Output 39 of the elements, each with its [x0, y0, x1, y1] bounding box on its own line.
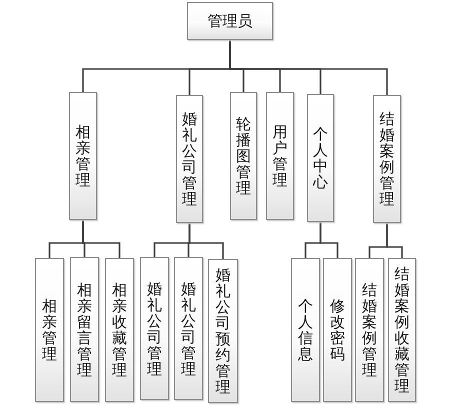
module-box — [373, 95, 401, 223]
module-box — [230, 92, 257, 220]
module-box — [291, 258, 320, 402]
module-label: 结婚案例管理 — [362, 282, 378, 378]
module-label: 个人中心 — [312, 126, 328, 190]
module-label: 相亲留言管理 — [76, 282, 92, 378]
root-box — [187, 2, 273, 40]
module-box — [323, 258, 352, 402]
module-label: 婚礼公司管理 — [146, 280, 162, 376]
module-box — [266, 92, 294, 220]
module-label: 相亲管理 — [42, 298, 58, 362]
module-box — [69, 92, 97, 220]
module-box — [355, 258, 384, 402]
module-label: 相亲管理 — [75, 124, 91, 188]
module-label: 结婚案例管理 — [379, 111, 395, 207]
root-label: 管理员 — [208, 12, 252, 30]
module-box — [35, 258, 64, 402]
module-label: 婚礼公司预约管理 — [215, 267, 231, 395]
tree-connector — [386, 223, 403, 258]
module-label: 婚礼公司管理 — [182, 111, 198, 207]
module-box — [176, 95, 203, 223]
module-box — [105, 258, 134, 402]
module-box — [140, 257, 169, 400]
module-label: 用户管理 — [272, 124, 288, 188]
module-label: 轮播图管理 — [236, 116, 252, 196]
tree-connector — [82, 220, 120, 258]
module-label: 婚礼公司管理 — [180, 280, 196, 376]
module-box — [174, 257, 203, 400]
module-box — [70, 257, 99, 402]
module-label: 修改密码 — [330, 298, 346, 362]
module-box — [307, 94, 334, 222]
tree-connector — [320, 222, 338, 258]
module-box — [208, 259, 238, 403]
module-label: 个人信息 — [298, 298, 314, 362]
module-label: 相亲收藏管理 — [112, 282, 128, 378]
module-box — [388, 258, 416, 402]
tree-connector — [229, 40, 388, 95]
module-label: 结婚案例收藏管理 — [394, 266, 410, 394]
tree-connector — [188, 223, 224, 259]
